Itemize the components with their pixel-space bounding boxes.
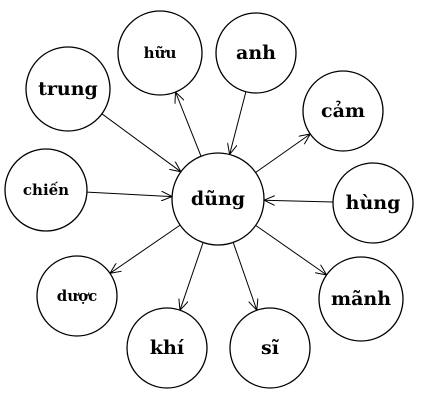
edge xyxy=(264,200,334,202)
arrow-dung-to-cam xyxy=(255,134,311,173)
edge xyxy=(86,192,172,197)
arrow-dung-to-manh xyxy=(255,224,327,275)
node-circle xyxy=(229,307,311,389)
arrow-anh-to-dung xyxy=(230,91,247,155)
node-label: dược xyxy=(57,287,98,305)
edge xyxy=(255,224,327,275)
node-circle xyxy=(332,162,414,244)
arrow-dung-to-huu xyxy=(176,92,202,157)
node-circle xyxy=(25,46,111,132)
edge xyxy=(176,92,202,157)
node-circle xyxy=(171,152,265,246)
node-trung: trung xyxy=(25,46,111,132)
nodes-layer: dũng hữu anh trung cảm chiến hùng dược mãnh khí sĩ xyxy=(4,10,414,389)
node-circle xyxy=(126,307,208,389)
node-circle xyxy=(4,148,88,232)
arrow-hung-to-dung xyxy=(264,200,334,202)
center-node: dũng xyxy=(171,152,265,246)
node-label: dũng xyxy=(191,188,245,210)
node-circle xyxy=(215,12,297,94)
edge xyxy=(110,224,181,273)
arrow-chien-to-dung xyxy=(86,192,172,197)
node-label: mãnh xyxy=(331,288,391,310)
node-manh: mãnh xyxy=(318,256,404,342)
node-circle xyxy=(318,256,404,342)
node-label: chiến xyxy=(23,181,69,199)
node-anh: anh xyxy=(215,12,297,94)
node-duoc: dược xyxy=(36,255,118,337)
arrow-dung-to-khi xyxy=(180,242,204,311)
node-chien: chiến xyxy=(4,148,88,232)
node-label: trung xyxy=(38,78,98,100)
arrow-dung-to-si xyxy=(232,242,257,310)
node-cam: cảm xyxy=(302,70,384,152)
edge xyxy=(101,113,181,172)
node-hung: hùng xyxy=(332,162,414,244)
edge xyxy=(255,134,311,173)
node-khi: khí xyxy=(126,307,208,389)
edge xyxy=(230,91,247,155)
edge xyxy=(180,242,204,311)
node-label: anh xyxy=(236,42,276,64)
node-circle xyxy=(302,70,384,152)
edges-layer xyxy=(86,91,334,311)
node-label: hùng xyxy=(346,192,401,214)
edge xyxy=(232,242,257,310)
node-label: cảm xyxy=(321,100,365,122)
arrow-dung-to-duoc xyxy=(110,224,181,273)
node-label: sĩ xyxy=(261,337,279,359)
node-huu: hữu xyxy=(117,10,203,96)
arrow-trung-to-dung xyxy=(101,113,181,172)
node-label: hữu xyxy=(144,44,177,62)
node-circle xyxy=(36,255,118,337)
node-si: sĩ xyxy=(229,307,311,389)
node-label: khí xyxy=(150,337,185,359)
node-circle xyxy=(117,10,203,96)
